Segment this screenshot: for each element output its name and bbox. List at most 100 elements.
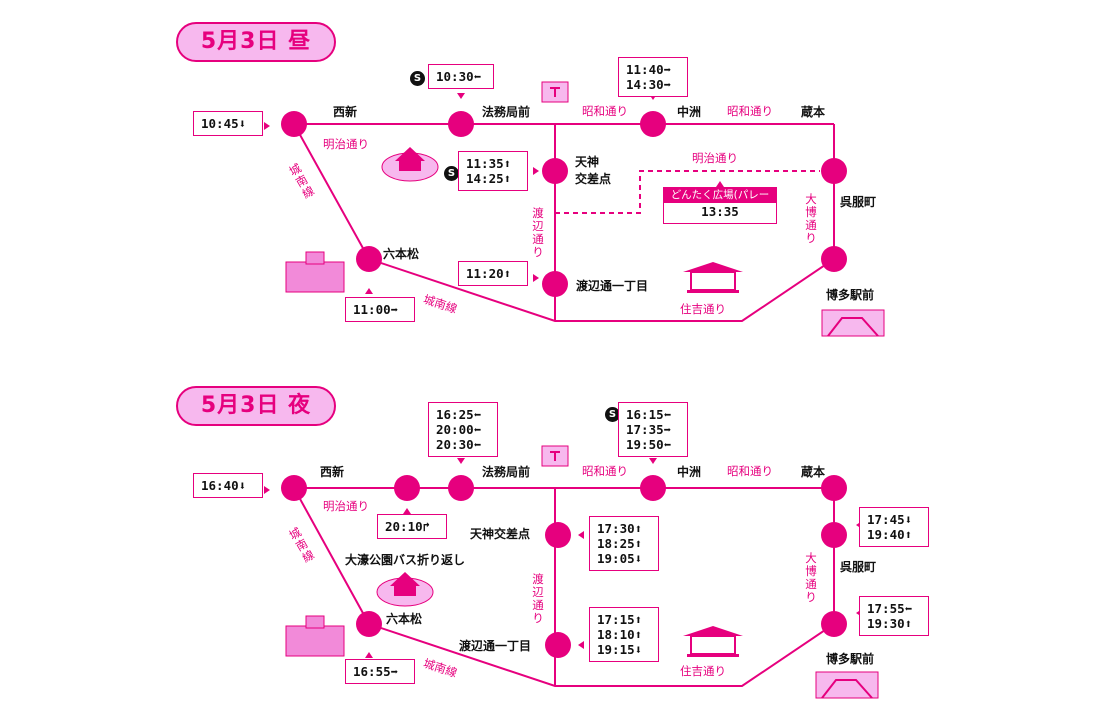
day-stop-dot bbox=[640, 111, 666, 137]
night-pointer-ropponmatsu bbox=[365, 652, 373, 658]
day-school-icon-tower bbox=[305, 251, 325, 265]
night-station-building-icon-arch bbox=[821, 679, 873, 699]
day-shrine-icon bbox=[690, 271, 736, 291]
day-road-meiji: 明治通り bbox=[323, 137, 369, 151]
night-stop-dot bbox=[545, 632, 571, 658]
night-pointer-ohori bbox=[403, 508, 411, 514]
night-time-houmukyoku: 16:25⬅20:00⬅20:30⬅ bbox=[428, 402, 498, 457]
night-time-nakasu: 16:15⬅17:35➡19:50⬅ bbox=[618, 402, 688, 457]
night-time-tenjin: 17:30⬆18:25⬆19:05⬇ bbox=[589, 516, 659, 571]
night-station-kuramoto: 蔵本 bbox=[801, 465, 826, 479]
day-time-watanabe: 11:20⬆ bbox=[458, 261, 528, 286]
night-shrine-icon-base bbox=[687, 654, 739, 657]
night-station-gofukumachi: 呉服町 bbox=[840, 560, 877, 574]
day-pointer-ropponmatsu bbox=[365, 288, 373, 294]
night-shrine-icon bbox=[690, 635, 736, 655]
night-time-nishijin: 16:40⬇ bbox=[193, 473, 263, 498]
night-road-watanabe: 渡辺通り bbox=[532, 572, 544, 625]
night-time-ohori: 20:10↱ bbox=[377, 514, 447, 539]
day-castle-icon-body bbox=[399, 161, 421, 171]
day-pointer-houmukyoku bbox=[457, 93, 465, 99]
day-stop-dot bbox=[281, 111, 307, 137]
day-time-nakasu: 11:40➡14:30➡ bbox=[618, 57, 688, 97]
night-stop-dot bbox=[394, 475, 420, 501]
night-pointer-watanabe bbox=[578, 641, 584, 649]
day-title-pill: 5月3日 昼 bbox=[176, 22, 336, 62]
night-stop-dot bbox=[356, 611, 382, 637]
day-road-showa-1: 昭和通り bbox=[582, 104, 628, 118]
day-s-badge-1: S bbox=[410, 71, 425, 86]
day-time-tenjin: 11:35⬆14:25⬆ bbox=[458, 151, 528, 191]
day-school-icon bbox=[285, 261, 345, 293]
night-station-watanabe: 渡辺通一丁目 bbox=[459, 639, 532, 653]
night-stop-dot bbox=[448, 475, 474, 501]
night-school-icon bbox=[285, 625, 345, 657]
day-time-houmukyoku: 10:30⬅ bbox=[428, 64, 494, 89]
night-station-tenjin: 天神交差点 bbox=[470, 527, 531, 541]
night-time-hakata: 17:55⬅19:30⬆ bbox=[859, 596, 929, 636]
day-parade-route bbox=[555, 170, 820, 214]
parade-time: 13:35 bbox=[701, 204, 739, 219]
day-station-building-icon-arch bbox=[827, 317, 879, 337]
night-road-sumiyoshi: 住吉通り bbox=[680, 664, 726, 678]
day-pointer-nishijin bbox=[264, 122, 270, 130]
night-post-office-icon-stem bbox=[554, 451, 556, 461]
night-station-ohori: 大濠公園バス折り返し bbox=[345, 553, 466, 567]
day-stop-dot bbox=[821, 246, 847, 272]
day-pointer-parade bbox=[716, 181, 724, 187]
night-school-icon-tower bbox=[305, 615, 325, 629]
night-pointer-nakasu bbox=[649, 458, 657, 464]
night-stop-dot bbox=[545, 522, 571, 548]
night-stop-dot bbox=[821, 522, 847, 548]
night-time-watanabe: 17:15⬆18:10⬆19:15⬇ bbox=[589, 607, 659, 662]
day-parade-box: どんたく広場(パレード) 13:35 bbox=[663, 187, 777, 224]
day-pointer-watanabe bbox=[533, 274, 539, 282]
day-station-gofukumachi: 呉服町 bbox=[840, 195, 877, 209]
night-pointer-houmukyoku bbox=[457, 458, 465, 464]
night-pointer-tenjin bbox=[578, 531, 584, 539]
parade-label: どんたく広場(パレード) bbox=[664, 188, 776, 216]
night-s-badge: S bbox=[605, 407, 620, 422]
day-station-tenjin: 天神 交差点 bbox=[575, 155, 612, 186]
night-station-ropponmatsu: 六本松 bbox=[386, 612, 423, 626]
night-road-showa-2: 昭和通り bbox=[727, 464, 773, 478]
night-road-daihaku: 大博通り bbox=[805, 551, 817, 604]
day-station-hakata: 博多駅前 bbox=[826, 288, 875, 302]
day-stop-dot bbox=[821, 158, 847, 184]
night-station-hakata: 博多駅前 bbox=[826, 652, 875, 666]
day-road-sumiyoshi: 住吉通り bbox=[680, 302, 726, 316]
day-shrine-icon-roof bbox=[683, 262, 743, 272]
night-time-gofukumachi: 17:45⬇19:40⬆ bbox=[859, 507, 929, 547]
day-station-nishijin: 西新 bbox=[333, 105, 358, 119]
day-stop-dot bbox=[542, 271, 568, 297]
day-time-nishijin: 10:45⬇ bbox=[193, 111, 263, 136]
night-castle-icon bbox=[390, 572, 420, 586]
night-pointer-nishijin bbox=[264, 486, 270, 494]
night-road-showa-1: 昭和通り bbox=[582, 464, 628, 478]
day-road-watanabe: 渡辺通り bbox=[532, 206, 544, 259]
day-stop-dot bbox=[448, 111, 474, 137]
day-station-ropponmatsu: 六本松 bbox=[383, 247, 420, 261]
day-road-meiji-right: 明治通り bbox=[692, 151, 738, 165]
night-stop-dot bbox=[640, 475, 666, 501]
night-station-houmukyoku: 法務局前 bbox=[482, 465, 531, 479]
day-time-ropponmatsu: 11:00➡ bbox=[345, 297, 415, 322]
night-stop-dot bbox=[821, 611, 847, 637]
day-s-badge-2: S bbox=[444, 166, 459, 181]
day-road-daihaku: 大博通り bbox=[805, 192, 817, 245]
day-station-houmukyoku: 法務局前 bbox=[482, 105, 531, 119]
day-stop-dot bbox=[356, 246, 382, 272]
night-road-meiji: 明治通り bbox=[323, 499, 369, 513]
night-title-pill: 5月3日 夜 bbox=[176, 386, 336, 426]
day-castle-icon bbox=[395, 147, 425, 161]
night-shrine-icon-roof bbox=[683, 626, 743, 636]
night-station-nakasu: 中洲 bbox=[677, 465, 702, 479]
day-post-office-icon-stem bbox=[554, 87, 556, 97]
day-shrine-icon-base bbox=[687, 290, 739, 293]
night-time-ropponmatsu: 16:55➡ bbox=[345, 659, 415, 684]
day-station-kuramoto: 蔵本 bbox=[801, 105, 826, 119]
day-station-nakasu: 中洲 bbox=[677, 105, 702, 119]
day-pointer-tenjin bbox=[533, 167, 539, 175]
